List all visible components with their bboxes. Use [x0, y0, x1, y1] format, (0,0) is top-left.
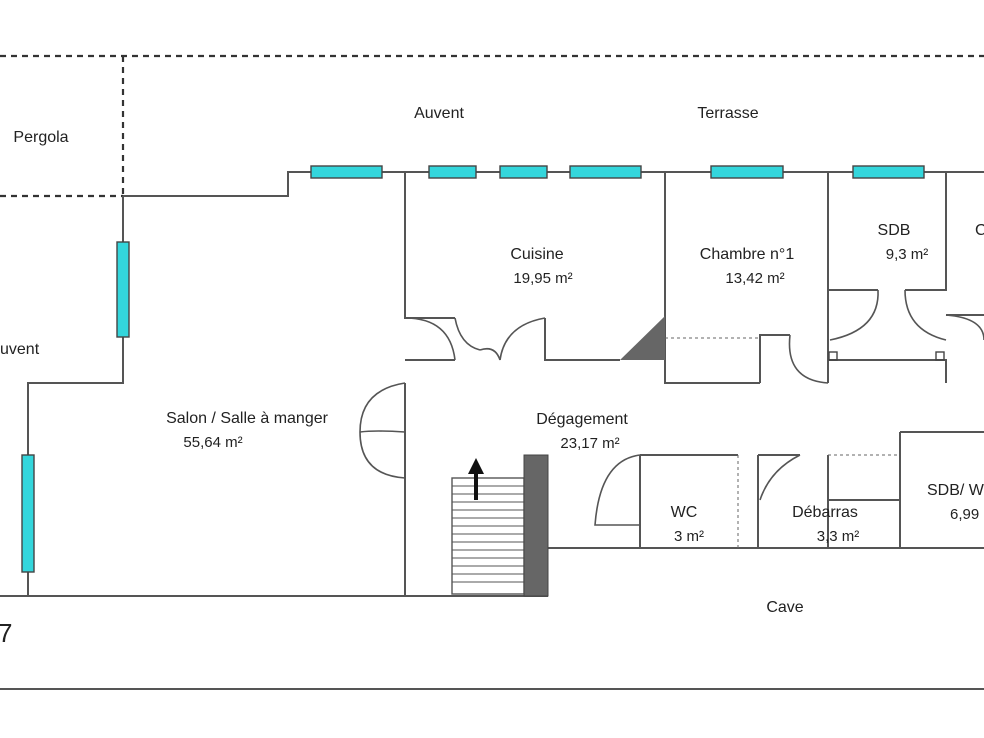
- walls: [0, 171, 984, 690]
- area-sdbw: 6,99: [950, 506, 979, 523]
- doors: [359, 289, 984, 526]
- stair-post: [523, 454, 549, 597]
- area-chambre1: 13,42 m²: [725, 270, 784, 287]
- label-pergola: Pergola: [13, 129, 68, 146]
- windows: [21, 165, 925, 573]
- window-2: [428, 165, 477, 179]
- label-cave: Cave: [766, 599, 803, 616]
- label-sdbw: SDB/ W: [927, 482, 984, 499]
- label-auvent-left: uvent: [0, 341, 40, 358]
- area-degagement: 23,17 m²: [560, 435, 619, 452]
- label-auvent-top: Auvent: [414, 105, 464, 122]
- area-sdb: 9,3 m²: [886, 246, 929, 263]
- window-left-lower: [21, 454, 35, 573]
- window-3: [499, 165, 548, 179]
- area-wc: 3 m²: [674, 528, 704, 545]
- label-wc: WC: [671, 504, 698, 521]
- area-salon: 55,64 m²: [183, 434, 242, 451]
- window-1: [310, 165, 383, 179]
- light-partitions: [665, 337, 900, 548]
- window-6: [852, 165, 925, 179]
- sdb-post-left: [828, 351, 838, 361]
- area-cuisine: 19,95 m²: [513, 270, 572, 287]
- label-chambre1: Chambre n°1: [700, 246, 795, 263]
- staircase: [451, 454, 549, 597]
- arrow-up-icon: [468, 458, 484, 500]
- room-labels: Pergola Auvent Terrasse uvent Cuisine 19…: [0, 105, 984, 648]
- label-debarras: Débarras: [792, 504, 858, 521]
- label-terrasse: Terrasse: [697, 105, 758, 122]
- cupboard-triangle: [620, 316, 665, 360]
- outdoor-boundaries: [0, 54, 984, 198]
- edge-mark: 7: [0, 618, 12, 648]
- label-degagement: Dégagement: [536, 411, 628, 428]
- label-cuisine: Cuisine: [510, 246, 563, 263]
- label-sdb: SDB: [878, 222, 911, 239]
- sdb-post-right: [935, 351, 945, 361]
- window-left-upper: [116, 241, 130, 338]
- label-c-partial: C: [975, 222, 984, 239]
- window-5: [710, 165, 784, 179]
- window-4: [569, 165, 642, 179]
- area-debarras: 3,3 m²: [817, 528, 860, 545]
- label-salon: Salon / Salle à manger: [166, 410, 329, 427]
